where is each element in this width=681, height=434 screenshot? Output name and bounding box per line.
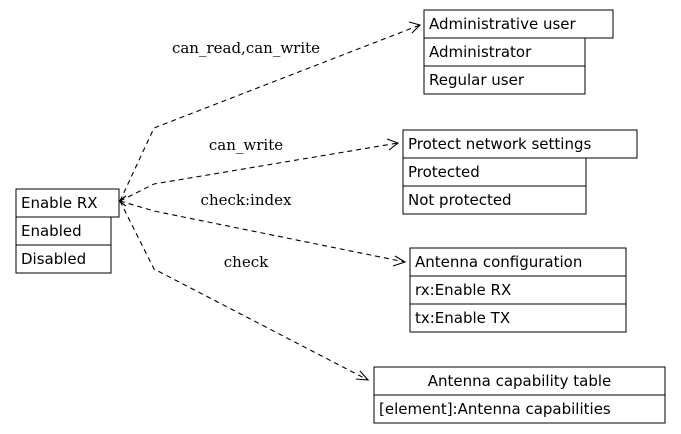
node-row-box bbox=[373, 394, 666, 424]
edge-line bbox=[119, 200, 369, 381]
node-row: Regular user bbox=[429, 71, 525, 89]
edge-line bbox=[119, 200, 406, 263]
edge-label: check:index bbox=[201, 191, 292, 209]
node-row-box bbox=[409, 303, 627, 333]
node-title: Antenna capability table bbox=[428, 372, 612, 390]
node-title-box bbox=[409, 247, 627, 277]
node-title: Administrative user bbox=[429, 15, 577, 33]
node-title-box bbox=[402, 129, 638, 159]
node-row: [element]:Antenna capabilities bbox=[379, 400, 611, 418]
node-row-box bbox=[402, 157, 587, 187]
node-title-box bbox=[15, 188, 120, 218]
edge-can-write: can_write bbox=[119, 136, 400, 202]
arrowhead-icon bbox=[408, 21, 422, 34]
node-title: Enable RX bbox=[21, 194, 98, 212]
edge-label: check bbox=[224, 253, 269, 271]
node-title-box bbox=[423, 9, 614, 39]
node-enable-rx: Enable RX Enabled Disabled bbox=[15, 188, 120, 274]
node-row: Administrator bbox=[429, 43, 532, 61]
edge-check-index: check:index bbox=[119, 191, 407, 267]
edge-line bbox=[119, 24, 421, 202]
node-row: rx:Enable RX bbox=[415, 281, 511, 299]
node-row-box bbox=[423, 65, 586, 95]
node-row: Not protected bbox=[408, 191, 512, 209]
node-protect-network-settings: Protect network settings Protected Not p… bbox=[402, 129, 638, 215]
arrowhead-icon bbox=[386, 138, 400, 151]
node-row: Enabled bbox=[21, 222, 82, 240]
edge-can-read-can-write: can_read,can_write bbox=[119, 21, 422, 202]
node-row-box bbox=[409, 275, 627, 305]
arrowhead-icon bbox=[355, 370, 370, 381]
node-row: tx:Enable TX bbox=[415, 309, 510, 327]
node-row: Protected bbox=[408, 163, 480, 181]
node-title: Antenna configuration bbox=[415, 253, 582, 271]
edge-label: can_write bbox=[209, 136, 283, 154]
node-administrative-user: Administrative user Administrator Regula… bbox=[423, 9, 614, 95]
node-title: Protect network settings bbox=[408, 135, 591, 153]
node-row-box bbox=[15, 244, 112, 274]
node-antenna-configuration: Antenna configuration rx:Enable RX tx:En… bbox=[409, 247, 627, 333]
edge-line bbox=[119, 142, 399, 202]
node-row-box bbox=[402, 185, 587, 215]
edge-label: can_read,can_write bbox=[172, 39, 320, 57]
node-row: Disabled bbox=[21, 250, 86, 268]
node-row-box bbox=[423, 37, 586, 67]
node-antenna-capability-table: Antenna capability table [element]:Anten… bbox=[373, 366, 666, 424]
edge-check: check bbox=[119, 200, 370, 381]
arrowhead-icon bbox=[392, 255, 407, 267]
